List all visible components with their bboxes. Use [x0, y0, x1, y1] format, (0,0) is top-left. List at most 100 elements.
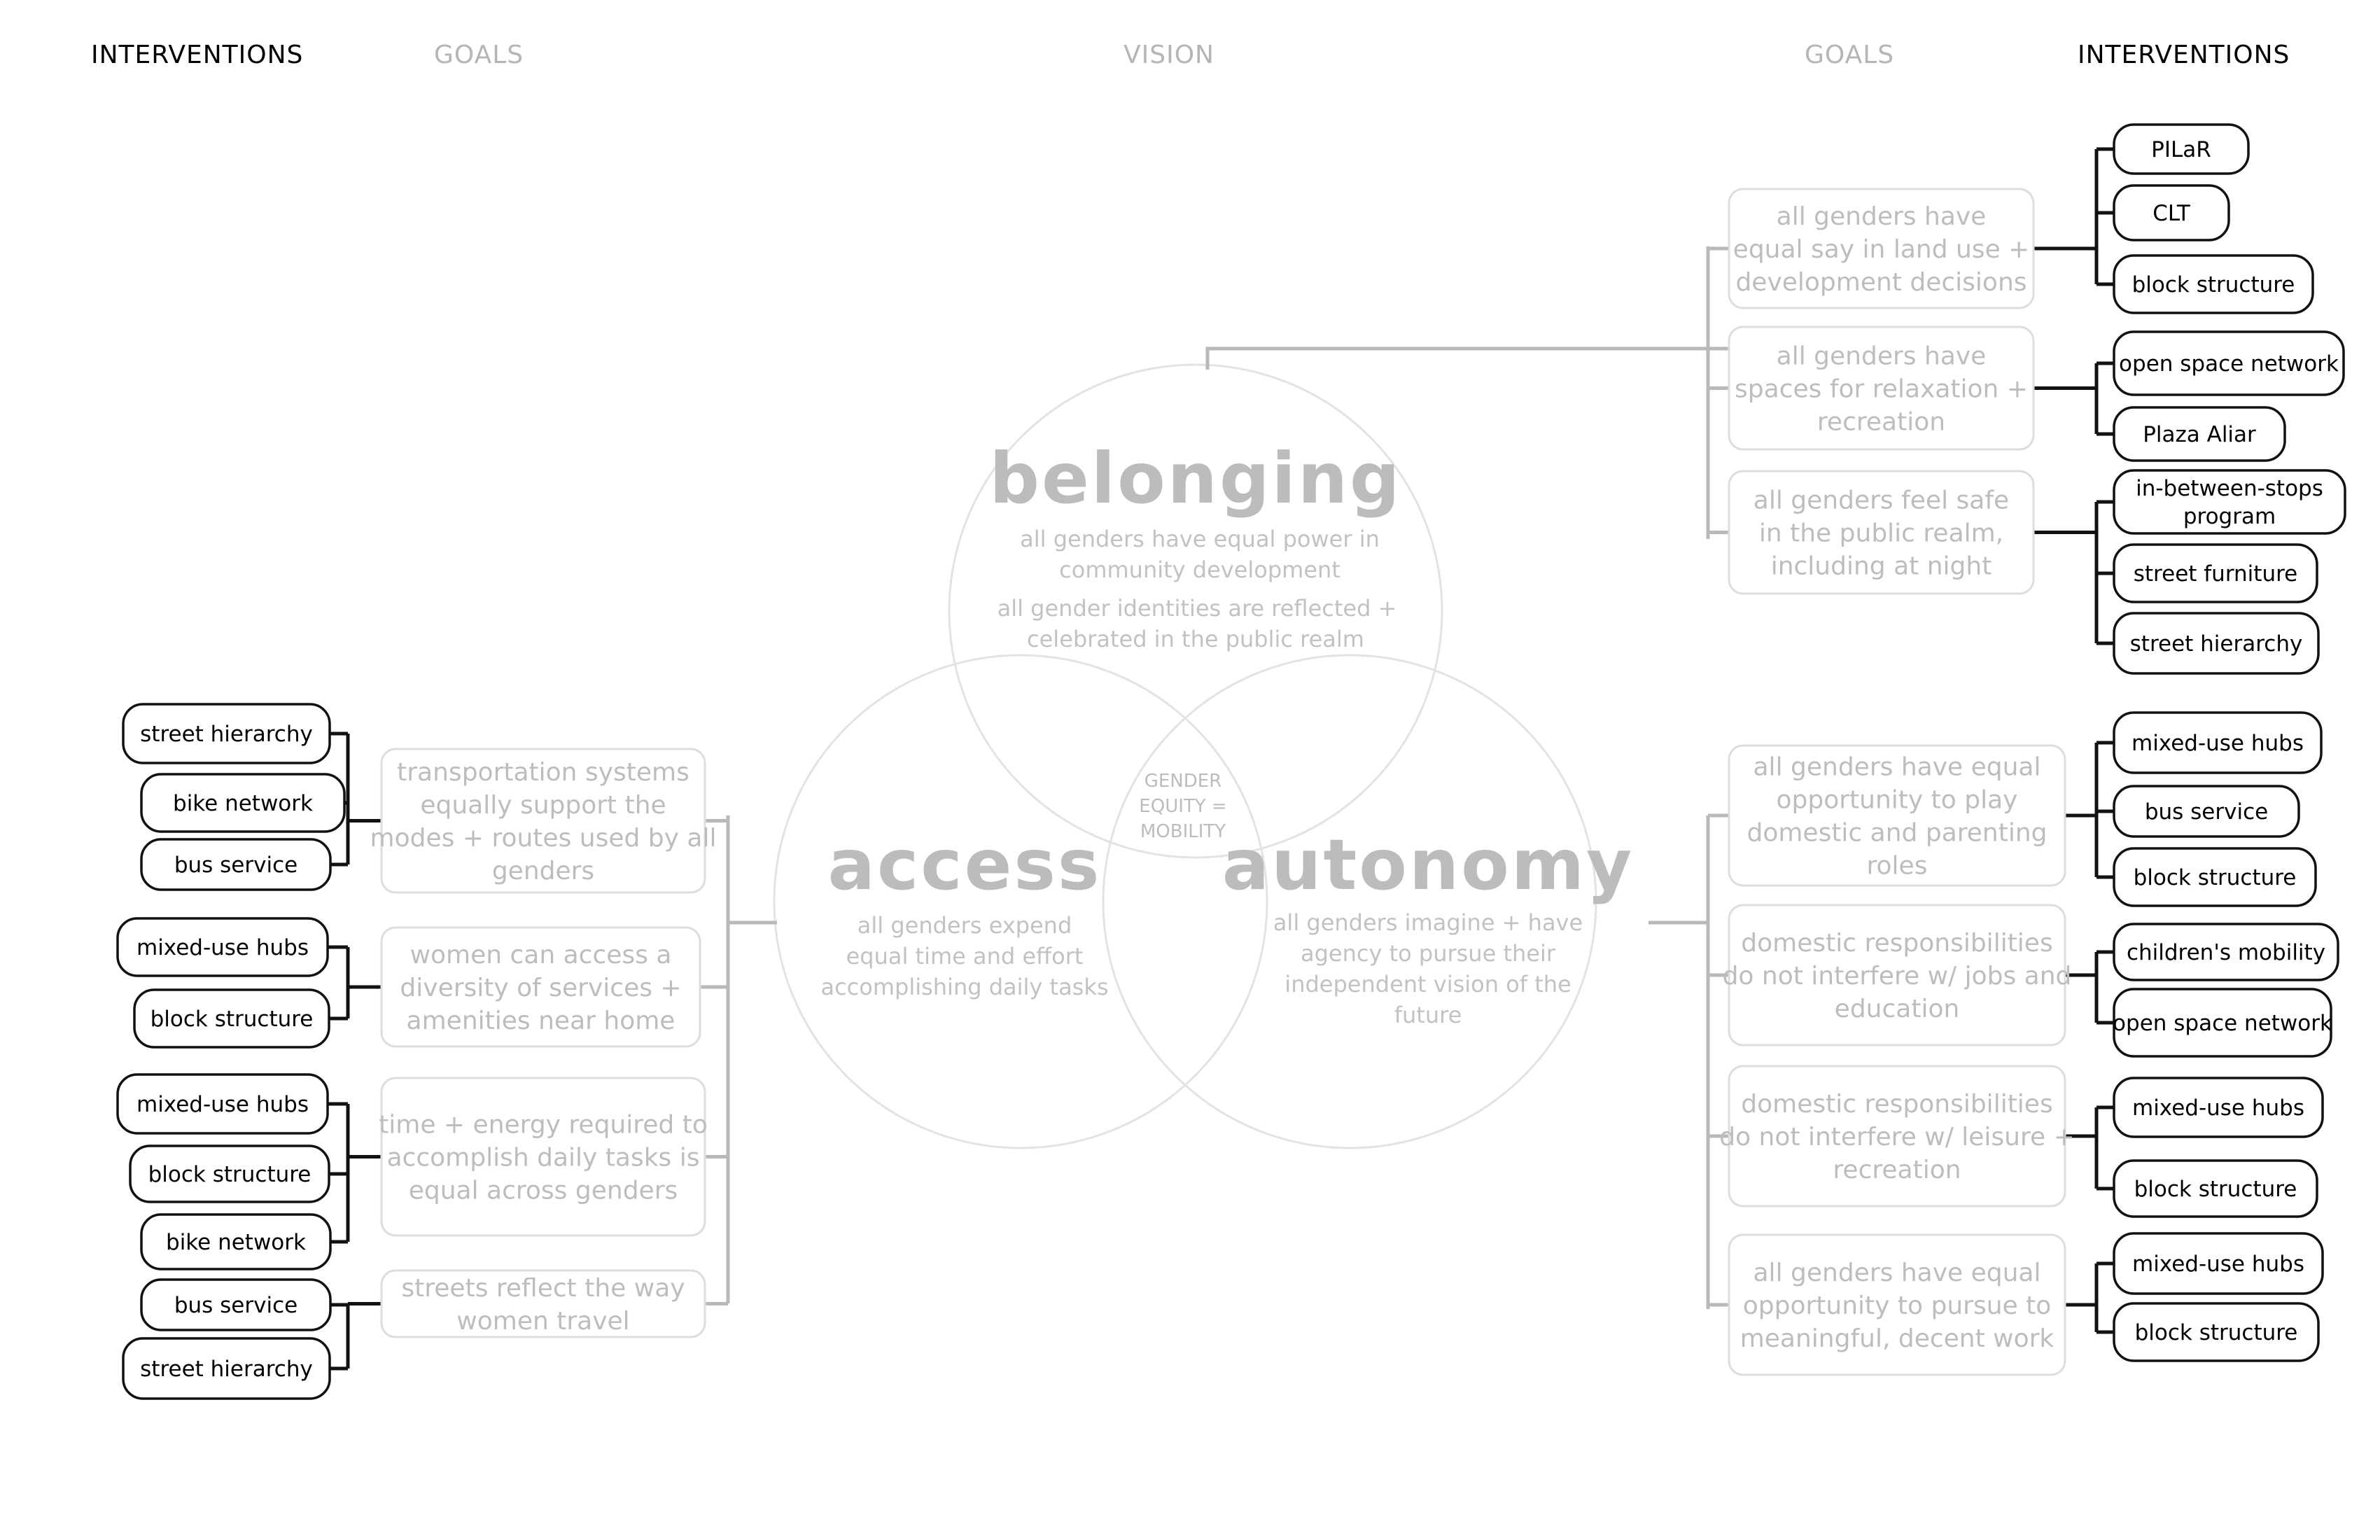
right-top-goal-box-text-line: recreation — [1817, 408, 1945, 437]
intervention-box-label: block structure — [150, 1007, 314, 1032]
header-left-interventions: INTERVENTIONS — [91, 41, 303, 69]
intervention-box-label: block structure — [2134, 865, 2297, 890]
intervention-box[interactable] — [2113, 785, 2300, 838]
access-desc-line: equal time and effort — [846, 943, 1084, 969]
intervention-box[interactable] — [2113, 1159, 2318, 1218]
left-goal-box-text-line: genders — [492, 857, 594, 886]
intervention-box[interactable] — [2113, 988, 2332, 1058]
intervention-box[interactable] — [2113, 711, 2323, 774]
intervention-box-label: in-between-stops — [2136, 476, 2323, 501]
belonging-to-goals-connector — [1205, 346, 1729, 370]
left-goal-box — [380, 748, 706, 894]
left-goal-box-text-line: women can access a — [410, 941, 672, 969]
intervention-box-label: mixed-use hubs — [136, 935, 309, 960]
intervention-box[interactable] — [2113, 923, 2339, 981]
autonomy-desc-line: independent vision of the — [1284, 971, 1571, 997]
right-bottom-goal-box — [1728, 744, 2066, 887]
intervention-box-label: Plaza Aliar — [2143, 422, 2256, 447]
right-bottom-goal-box-text-line: meaningful, decent work — [1740, 1324, 2054, 1353]
autonomy-title: autonomy — [1222, 824, 1634, 906]
intervention-box-label: mixed-use hubs — [2132, 1096, 2304, 1121]
intervention-box[interactable] — [140, 838, 332, 891]
intervention-box[interactable] — [116, 1073, 329, 1135]
right-bottom-goal-box-text-line: roles — [1867, 852, 1928, 881]
intervention-box[interactable] — [2113, 1302, 2320, 1362]
right-bottom-goal-box — [1728, 1065, 2066, 1208]
intervention-box-label: street hierarchy — [140, 722, 313, 747]
intervention-box[interactable] — [133, 988, 330, 1049]
intervention-box-label: street furniture — [2134, 561, 2297, 587]
intervention-box[interactable] — [140, 773, 346, 833]
right-top-goal-box — [1728, 470, 2035, 595]
intervention-box-label: bike network — [166, 1230, 306, 1255]
intervention-box-label: bus service — [174, 853, 298, 878]
connector-lines — [328, 147, 2114, 1371]
right-top-goal-box-text-line: all genders feel safe — [1754, 486, 2009, 515]
intervention-box-label: program — [2183, 504, 2276, 529]
belonging-circle — [948, 363, 1443, 859]
header-right-interventions: INTERVENTIONS — [2078, 41, 2290, 69]
intervention-box[interactable] — [2113, 123, 2250, 175]
intervention-box-label: block structure — [148, 1162, 312, 1187]
intervention-box-label: bus service — [2145, 799, 2268, 825]
right-bottom-goal-box-text-line: domestic and parenting — [1746, 819, 2047, 848]
left-goal-box-text-line: transportation systems — [397, 758, 690, 787]
belonging-title: belonging — [989, 438, 1401, 519]
intervention-box[interactable] — [122, 703, 331, 764]
intervention-box[interactable] — [2113, 543, 2318, 603]
left-goal-box-text-line: amenities near home — [407, 1007, 676, 1035]
intervention-box[interactable] — [2113, 406, 2286, 462]
intervention-box-label: street hierarchy — [140, 1357, 313, 1382]
left-goal-box — [380, 1269, 706, 1338]
header-vision: VISION — [1124, 41, 1214, 69]
right-top-goal-box-text-line: spaces for relaxation + — [1735, 375, 2028, 404]
autonomy-circle — [1102, 654, 1597, 1149]
intervention-box[interactable] — [122, 1337, 331, 1400]
intervention-box[interactable] — [2113, 469, 2346, 535]
center-label-line: GENDER — [1144, 771, 1222, 792]
intervention-box-label: open space network — [2113, 1011, 2332, 1036]
intervention-box-label: mixed-use hubs — [136, 1092, 309, 1117]
intervention-box[interactable] — [2113, 1232, 2324, 1295]
right-bottom-goal-box-text-line: do not interfere w/ leisure + — [1719, 1123, 2075, 1152]
access-desc-line: all genders expend — [858, 912, 1072, 939]
intervention-box-label: children's mobility — [2127, 940, 2325, 965]
right-bottom-goal-box-text-line: education — [1835, 995, 1960, 1023]
intervention-box[interactable] — [2113, 184, 2230, 241]
intervention-box-label: mixed-use hubs — [2132, 731, 2304, 756]
right-top-goal-box-text-line: all genders have — [1777, 202, 1987, 231]
intervention-box[interactable] — [140, 1278, 332, 1331]
belonging-desc-line: celebrated in the public realm — [1027, 626, 1364, 652]
center-label-line: MOBILITY — [1140, 821, 1226, 842]
right-bottom-goal-box-text-line: do not interfere w/ jobs and — [1723, 962, 2072, 990]
belonging-desc-line: all genders have equal power in — [1020, 526, 1380, 552]
intervention-box-label: mixed-use hubs — [2132, 1252, 2304, 1277]
right-top-goal-box — [1728, 188, 2035, 309]
belonging-desc-line: community development — [1059, 556, 1340, 583]
left-goal-box-text-line: equally support the — [420, 791, 666, 820]
left-goal-box-text-line: streets reflect the way — [401, 1274, 685, 1303]
intervention-box[interactable] — [116, 917, 329, 977]
intervention-box[interactable] — [2113, 847, 2317, 907]
header-left-goals: GOALS — [434, 41, 524, 69]
right-bottom-goal-box — [1728, 1233, 2066, 1376]
right-top-goal-box-text-line: in the public realm, — [1759, 519, 2003, 548]
intervention-box-label: open space network — [2119, 351, 2339, 377]
intervention-box-label: block structure — [2135, 1320, 2298, 1345]
intervention-box[interactable] — [2113, 1077, 2324, 1138]
intervention-box[interactable] — [2113, 254, 2314, 314]
autonomy-desc-line: future — [1394, 1002, 1462, 1028]
intervention-box[interactable] — [2113, 612, 2320, 675]
intervention-box[interactable] — [2113, 330, 2345, 396]
intervention-box-label: bus service — [174, 1293, 298, 1318]
intervention-box[interactable] — [140, 1213, 332, 1270]
left-goal-box-text-line: modes + routes used by all — [370, 824, 717, 853]
right-top-goal-box-text-line: including at night — [1771, 552, 1992, 581]
access-title: access — [828, 824, 1102, 906]
right-top-goal-box-text-line: equal say in land use + — [1733, 235, 2030, 264]
left-goal-box-text-line: equal across genders — [409, 1177, 678, 1205]
intervention-box[interactable] — [129, 1144, 330, 1203]
autonomy-desc-line: all genders imagine + have — [1273, 909, 1583, 936]
